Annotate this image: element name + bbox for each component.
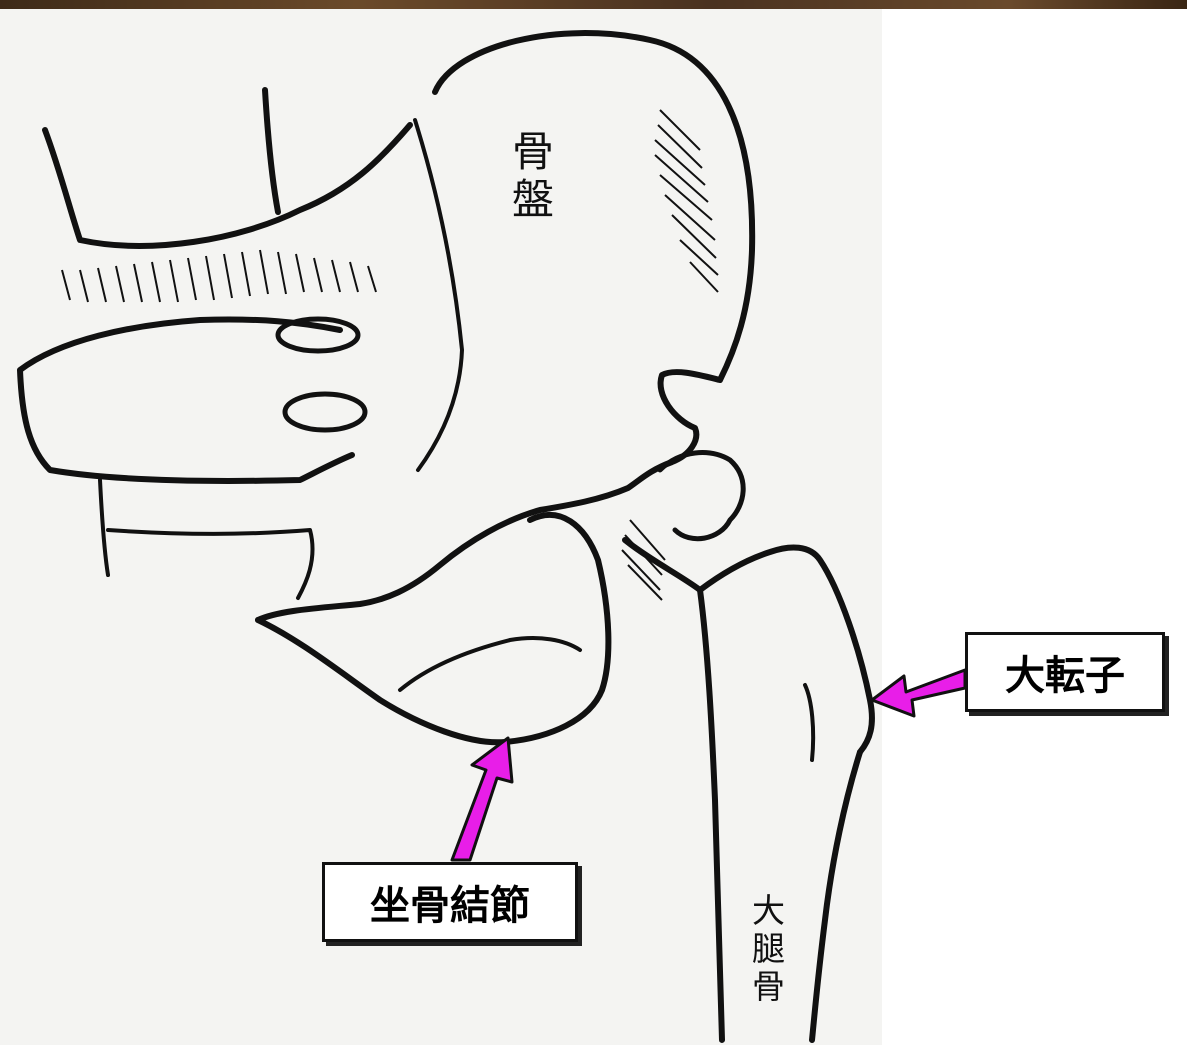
- label-pelvis-char-1: 骨: [512, 128, 554, 176]
- femur-neck: [625, 540, 872, 752]
- arrow-greater-trochanter: [872, 670, 965, 716]
- arrow-ischial-tuberosity: [452, 738, 512, 860]
- label-femur: 大 腿 骨: [752, 892, 785, 1006]
- label-pelvis: 骨 盤: [512, 128, 554, 225]
- femoral-head: [660, 453, 743, 539]
- label-femur-char-1: 大: [752, 892, 785, 930]
- sacrum-outline: [45, 90, 410, 246]
- pelvis-inner-line: [415, 120, 462, 470]
- obturator-inner: [400, 638, 580, 690]
- pelvis-hatching: [62, 110, 718, 600]
- label-pelvis-char-2: 盤: [512, 176, 554, 224]
- label-ischial-tuberosity: 坐骨結節: [322, 862, 578, 942]
- label-femur-char-2: 腿: [752, 930, 785, 968]
- label-greater-trochanter: 大転子: [965, 632, 1165, 712]
- lower-vertebra: [100, 480, 313, 598]
- foramen-lower: [285, 394, 365, 430]
- lesser-trochanter: [805, 685, 813, 760]
- vertebra-body: [20, 319, 352, 481]
- femur-shaft-right: [812, 752, 860, 1040]
- femur-shaft-left: [700, 590, 722, 1040]
- label-femur-char-3: 骨: [752, 968, 785, 1006]
